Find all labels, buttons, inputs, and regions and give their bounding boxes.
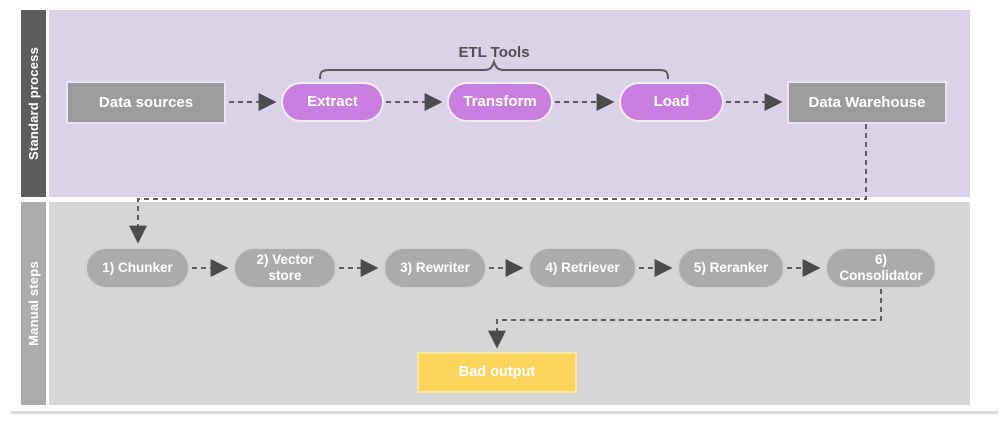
node-reranker-label: 5) Reranker <box>693 260 769 276</box>
node-transform-label: Transform <box>463 93 537 111</box>
node-chunker-label: 1) Chunker <box>102 260 173 276</box>
node-transform: Transform <box>447 82 553 122</box>
node-bad-output: Bad output <box>417 352 577 393</box>
lane-manual-steps-strip: Manual steps <box>21 202 46 405</box>
node-extract: Extract <box>281 82 384 122</box>
node-data-sources: Data sources <box>66 81 226 124</box>
lane-standard-process-strip: Standard process <box>21 10 46 197</box>
node-data-sources-label: Data sources <box>98 93 194 111</box>
node-data-warehouse: Data Warehouse <box>787 81 947 124</box>
node-retriever: 4) Retriever <box>528 247 637 289</box>
node-retriever-label: 4) Retriever <box>545 260 620 276</box>
node-vector-store: 2) Vector store <box>233 247 337 289</box>
bottom-divider <box>11 411 998 414</box>
node-consolidator-label: 6) Consolidator <box>839 252 923 283</box>
etl-tools-label: ETL Tools <box>458 44 530 61</box>
lane-manual-steps-label: Manual steps <box>26 261 42 346</box>
node-bad-output-label: Bad output <box>458 364 536 381</box>
node-extract-label: Extract <box>307 93 358 111</box>
node-load: Load <box>619 82 724 122</box>
lane-standard-process-label: Standard process <box>26 46 42 161</box>
node-rewriter: 3) Rewriter <box>383 247 487 289</box>
node-vector-store-label: 2) Vector store <box>256 252 314 283</box>
node-rewriter-label: 3) Rewriter <box>400 260 470 276</box>
node-consolidator: 6) Consolidator <box>825 247 937 289</box>
node-data-warehouse-label: Data Warehouse <box>808 93 926 111</box>
node-reranker: 5) Reranker <box>677 247 785 289</box>
node-load-label: Load <box>653 93 690 111</box>
node-chunker: 1) Chunker <box>85 247 190 289</box>
